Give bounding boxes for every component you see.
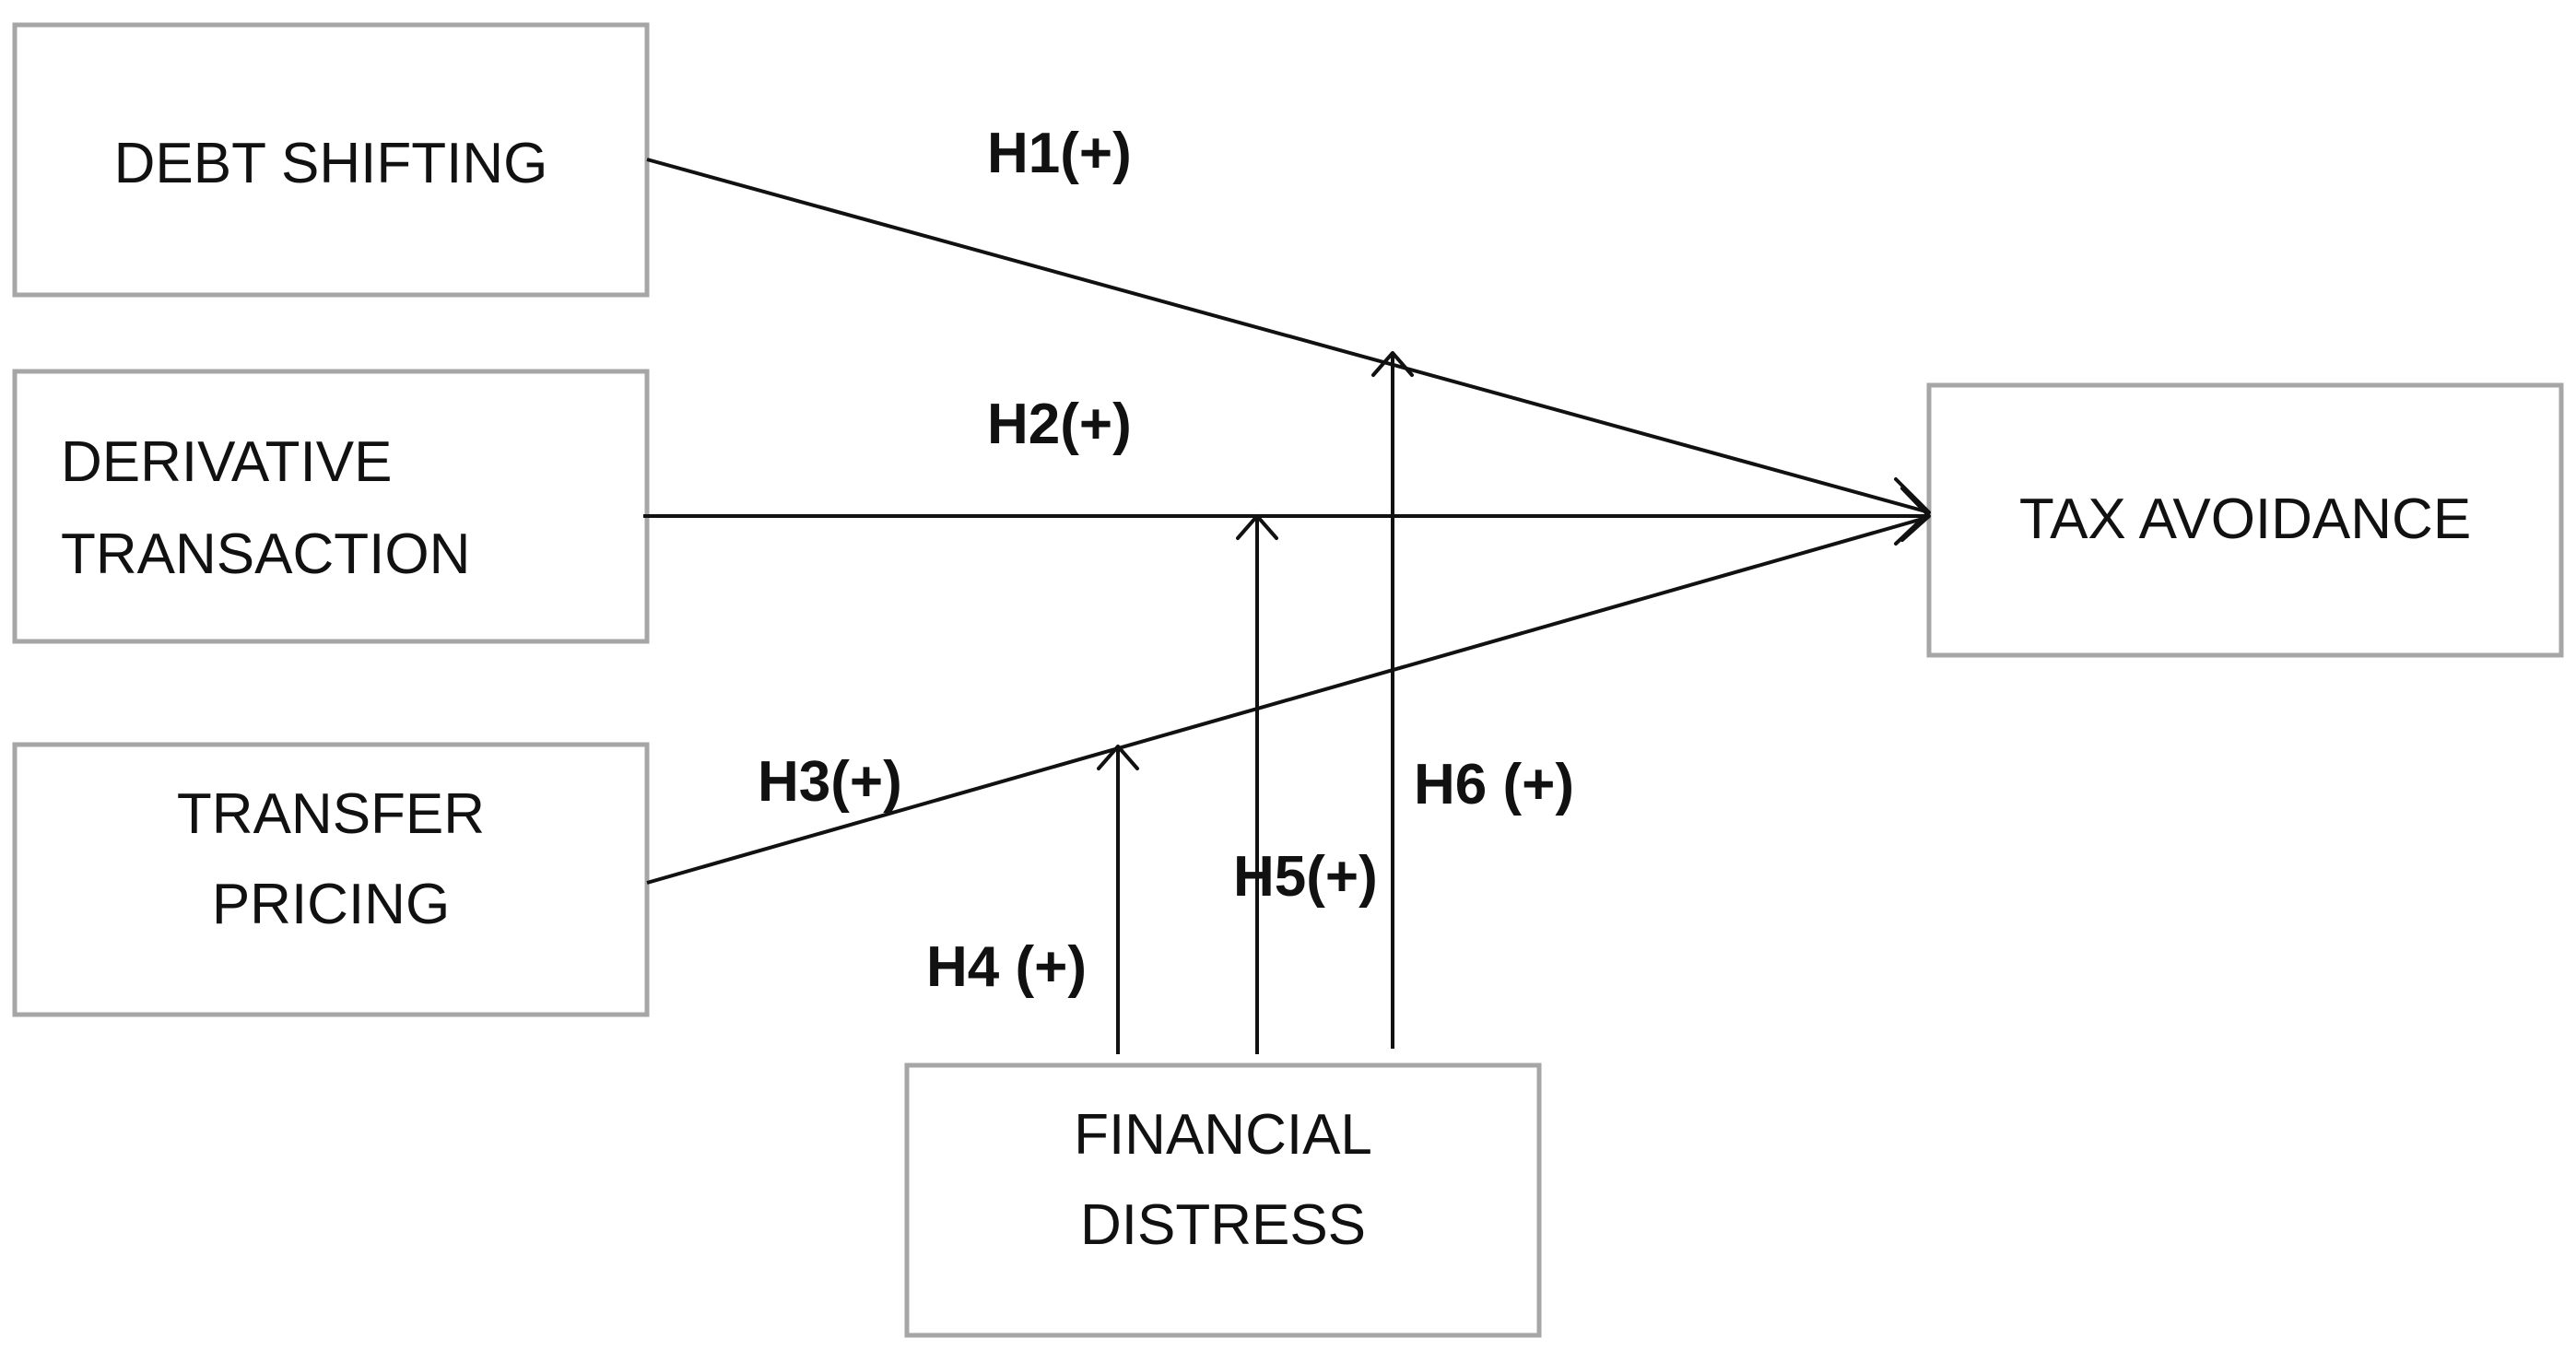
node-tax-avoidance: TAX AVOIDANCE (1926, 382, 2564, 658)
arrowhead-h4 (1097, 745, 1139, 770)
label-h6: H6 (+) (1414, 753, 1574, 816)
label-h4: H4 (+) (926, 935, 1087, 999)
node-label-line-2: TRANSACTION (61, 522, 470, 586)
node-label: DEBT SHIFTING (114, 132, 548, 195)
label-h5: H5(+) (1233, 845, 1378, 909)
node-label-line-1: TRANSFER (177, 782, 485, 846)
node-financial-distress: FINANCIAL DISTRESS (904, 1062, 1542, 1338)
node-label: TAX AVOIDANCE (2019, 487, 2471, 551)
node-label-line-2: DISTRESS (1080, 1193, 1366, 1257)
edge-h1 (646, 158, 1930, 514)
arrowhead-tax-avoidance-inner (1900, 487, 1931, 542)
arrowhead-h5 (1236, 514, 1278, 540)
label-h2: H2(+) (987, 393, 1132, 456)
label-h3: H3(+) (758, 750, 902, 814)
label-h1: H1(+) (987, 122, 1132, 185)
edge-h3 (646, 515, 1930, 885)
node-transfer-pricing: TRANSFER PRICING (12, 742, 650, 1017)
node-derivative-transaction: DERIVATIVE TRANSACTION (12, 369, 650, 644)
node-label-line-1: FINANCIAL (1074, 1103, 1372, 1167)
node-debt-shifting: DEBT SHIFTING (12, 22, 650, 298)
node-label-line-1: DERIVATIVE (61, 430, 392, 494)
arrowhead-tax-avoidance (1894, 477, 1931, 546)
arrowhead-h6 (1371, 351, 1414, 377)
node-label-line-2: PRICING (212, 873, 450, 936)
